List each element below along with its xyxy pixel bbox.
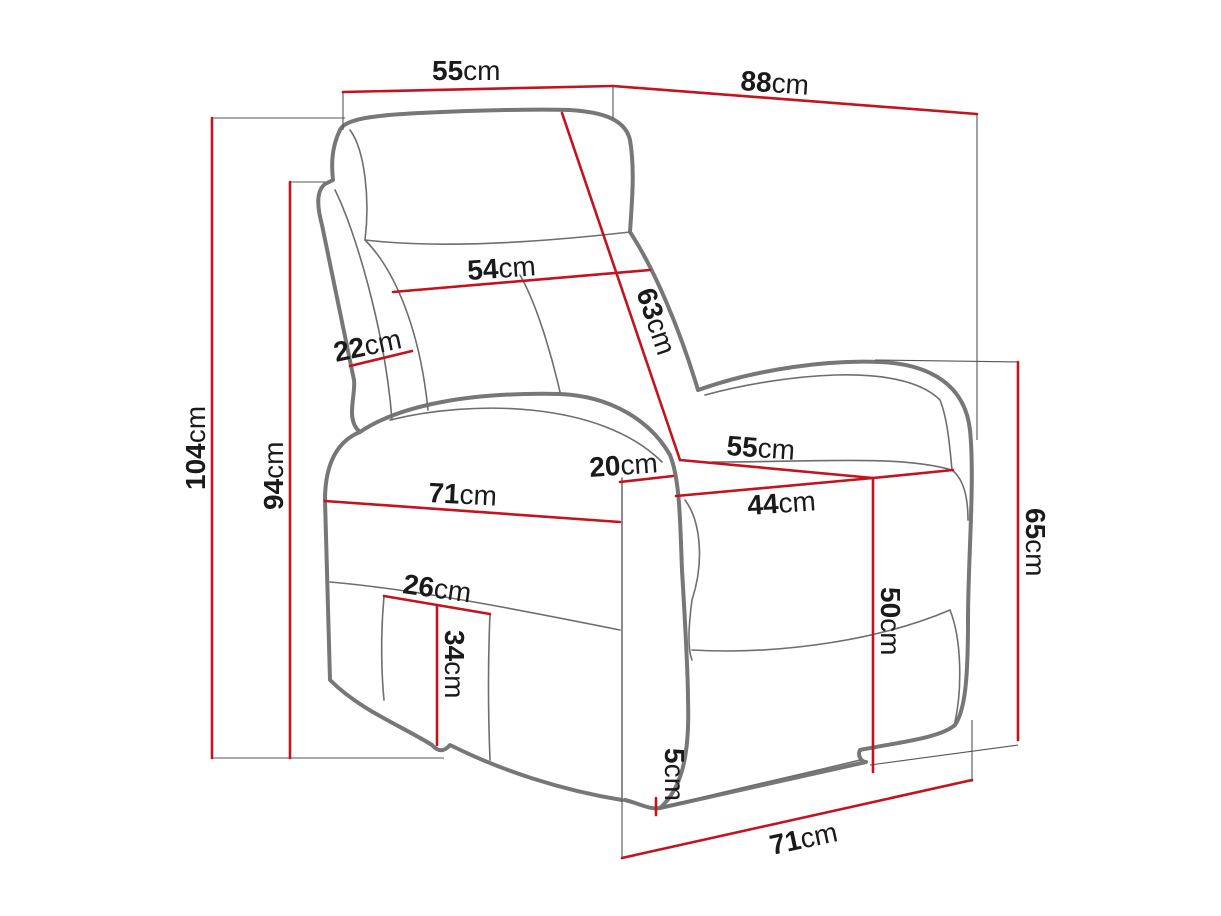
headrest-left-edge	[316, 128, 356, 382]
dim-line-54	[391, 268, 652, 294]
back-right-edge	[628, 230, 700, 392]
dim-line-71-base	[620, 778, 974, 860]
headrest-outline	[338, 107, 635, 234]
label-back-height: 94cm	[258, 442, 289, 510]
label-armrest-front-height: 34cm	[439, 630, 470, 698]
chair-seams	[329, 129, 969, 809]
extension-lines	[212, 86, 1019, 858]
label-ground-clearance: 5cm	[659, 748, 690, 801]
label-backrest-width: 54cm	[466, 250, 536, 286]
dim-line-63	[560, 111, 682, 462]
label-backrest-top-width: 55cm	[432, 55, 500, 86]
dim-line-22	[348, 349, 414, 368]
label-total-width-front: 71cm	[428, 477, 498, 512]
dim-line-71-front	[323, 499, 622, 524]
dim-line-seat-back	[871, 468, 955, 480]
chair-outline	[316, 107, 974, 811]
label-seat-depth: 55cm	[726, 430, 796, 466]
right-armrest-top	[696, 359, 974, 622]
armrest-inner-edge	[658, 568, 691, 810]
dimension-lines	[210, 84, 1020, 860]
dim-line-88	[611, 84, 979, 116]
label-depth: 88cm	[740, 65, 810, 101]
label-armrest-front-width: 26cm	[401, 568, 473, 608]
dim-line-20	[618, 474, 675, 484]
dim-line-55-seat	[678, 458, 875, 480]
left-armrest-front	[323, 430, 624, 802]
label-seat-width: 44cm	[746, 485, 816, 521]
dim-line-44	[674, 476, 875, 498]
label-wing-width: 22cm	[331, 323, 404, 368]
label-seat-height: 50cm	[875, 587, 906, 655]
label-armrest-height: 65cm	[1020, 508, 1051, 576]
label-total-height: 104cm	[180, 406, 211, 490]
dim-line-55-top	[341, 84, 615, 94]
dimension-labels: 55cm 88cm 54cm 63cm 22cm 104cm 94cm 71cm	[180, 55, 1051, 861]
label-total-width-base: 71cm	[767, 816, 840, 861]
label-armrest-width: 20cm	[588, 447, 658, 483]
